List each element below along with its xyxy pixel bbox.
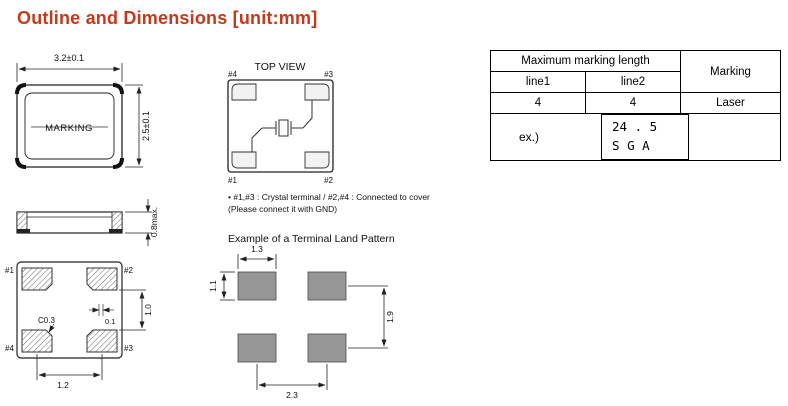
bottom-pads xyxy=(21,267,118,353)
dim-pad-span xyxy=(36,354,103,380)
dim-inner-gap-label: 1.0 xyxy=(143,304,153,316)
package-outline xyxy=(16,84,123,168)
dim-width xyxy=(16,63,123,82)
dim-chamfer-label: C0.3 xyxy=(38,316,55,325)
dim-land-width xyxy=(237,254,277,269)
example-label: ex.) xyxy=(519,129,540,144)
dim-offset xyxy=(89,304,114,316)
bottom-pin-bl-label: #4 xyxy=(5,344,14,353)
bottom-pin-br-label: #3 xyxy=(124,344,133,353)
marking-example-line2: S G A xyxy=(612,137,650,153)
marking-example-line1: 24 . 5 xyxy=(612,119,658,134)
land-pads xyxy=(237,271,347,363)
top-pin-br-label: #2 xyxy=(324,176,333,185)
bottom-pin-tl-label: #1 xyxy=(5,266,14,275)
dim-land-vpitch xyxy=(348,285,388,349)
dim-land-height xyxy=(220,271,235,301)
bottom-view: #1 #2 #4 #3 C0.3 0.1 1.0 xyxy=(5,261,153,390)
value-line2: 4 xyxy=(585,92,681,114)
chamfer-leader-line xyxy=(48,323,55,333)
dim-width-label: 3.2±0.1 xyxy=(54,53,84,63)
foot-pad-left xyxy=(17,229,30,233)
package-inner-outline xyxy=(24,92,115,160)
dim-thickness xyxy=(125,199,152,246)
dim-offset-label: 0.1 xyxy=(105,317,115,326)
dim-inner-gap xyxy=(119,289,146,331)
dim-land-vpitch-label: 1.9 xyxy=(385,311,395,323)
front-view: MARKING 3.2±0.1 2.5±0.1 xyxy=(15,53,151,169)
terminal-note-1: • #1,#3 : Crystal terminal / #2,#4 : Con… xyxy=(228,192,430,202)
value-line1: 4 xyxy=(490,92,586,114)
top-pin-tl-label: #4 xyxy=(228,70,237,79)
table-header-row: Maximum marking length Marking xyxy=(490,50,781,93)
outline-drawing: MARKING 3.2±0.1 2.5±0.1 TOP VIEW xyxy=(5,53,430,400)
marking-example-box: 24 . 5 S G A xyxy=(601,114,690,160)
page-title: Outline and Dimensions [unit:mm] xyxy=(17,8,318,28)
table-values-row: 4 4 Laser xyxy=(490,92,781,114)
header-marking: Marking xyxy=(680,50,781,93)
terminal-note-2: (Please connect it with GND) xyxy=(228,204,337,214)
header-line2: line2 xyxy=(585,71,681,93)
marking-table: Maximum marking length Marking line1 lin… xyxy=(490,50,781,161)
dim-land-hpitch-label: 2.3 xyxy=(286,390,298,400)
side-view-body xyxy=(16,211,123,234)
side-view: 0.8max. xyxy=(16,199,159,246)
header-max-marking-length: Maximum marking length xyxy=(490,50,681,72)
table-example-row: ex.) 24 . 5 S G A xyxy=(490,113,781,161)
dim-land-hpitch xyxy=(256,364,328,390)
dim-height-label: 2.5±0.1 xyxy=(141,111,151,141)
top-pin-bl-label: #1 xyxy=(228,176,237,185)
foot-pad-right xyxy=(109,229,122,233)
top-view-pads xyxy=(231,83,330,169)
corner-castellations xyxy=(15,83,124,169)
value-marking: Laser xyxy=(680,92,781,114)
dim-thickness-label: 0.8max. xyxy=(149,207,159,237)
land-pattern-title: Example of a Terminal Land Pattern xyxy=(228,233,395,245)
dim-land-width-label: 1.3 xyxy=(251,244,263,254)
dim-pad-span-label: 1.2 xyxy=(57,380,69,390)
dim-land-height-label: 1.1 xyxy=(208,280,218,292)
header-line1: line1 xyxy=(490,71,586,93)
land-pattern: 1.3 1.1 1.9 2.3 xyxy=(208,244,395,400)
crystal-symbol xyxy=(251,100,313,152)
table-subheader-row: line1 line2 xyxy=(490,71,781,93)
dim-height xyxy=(125,84,143,168)
top-view-label: TOP VIEW xyxy=(255,61,306,73)
top-view-outline xyxy=(227,79,334,173)
top-view: TOP VIEW #4 #3 #1 #2 xyxy=(227,61,334,185)
top-pin-tr-label: #3 xyxy=(324,70,333,79)
marking-label: MARKING xyxy=(45,123,93,134)
bottom-pin-tr-label: #2 xyxy=(124,266,133,275)
